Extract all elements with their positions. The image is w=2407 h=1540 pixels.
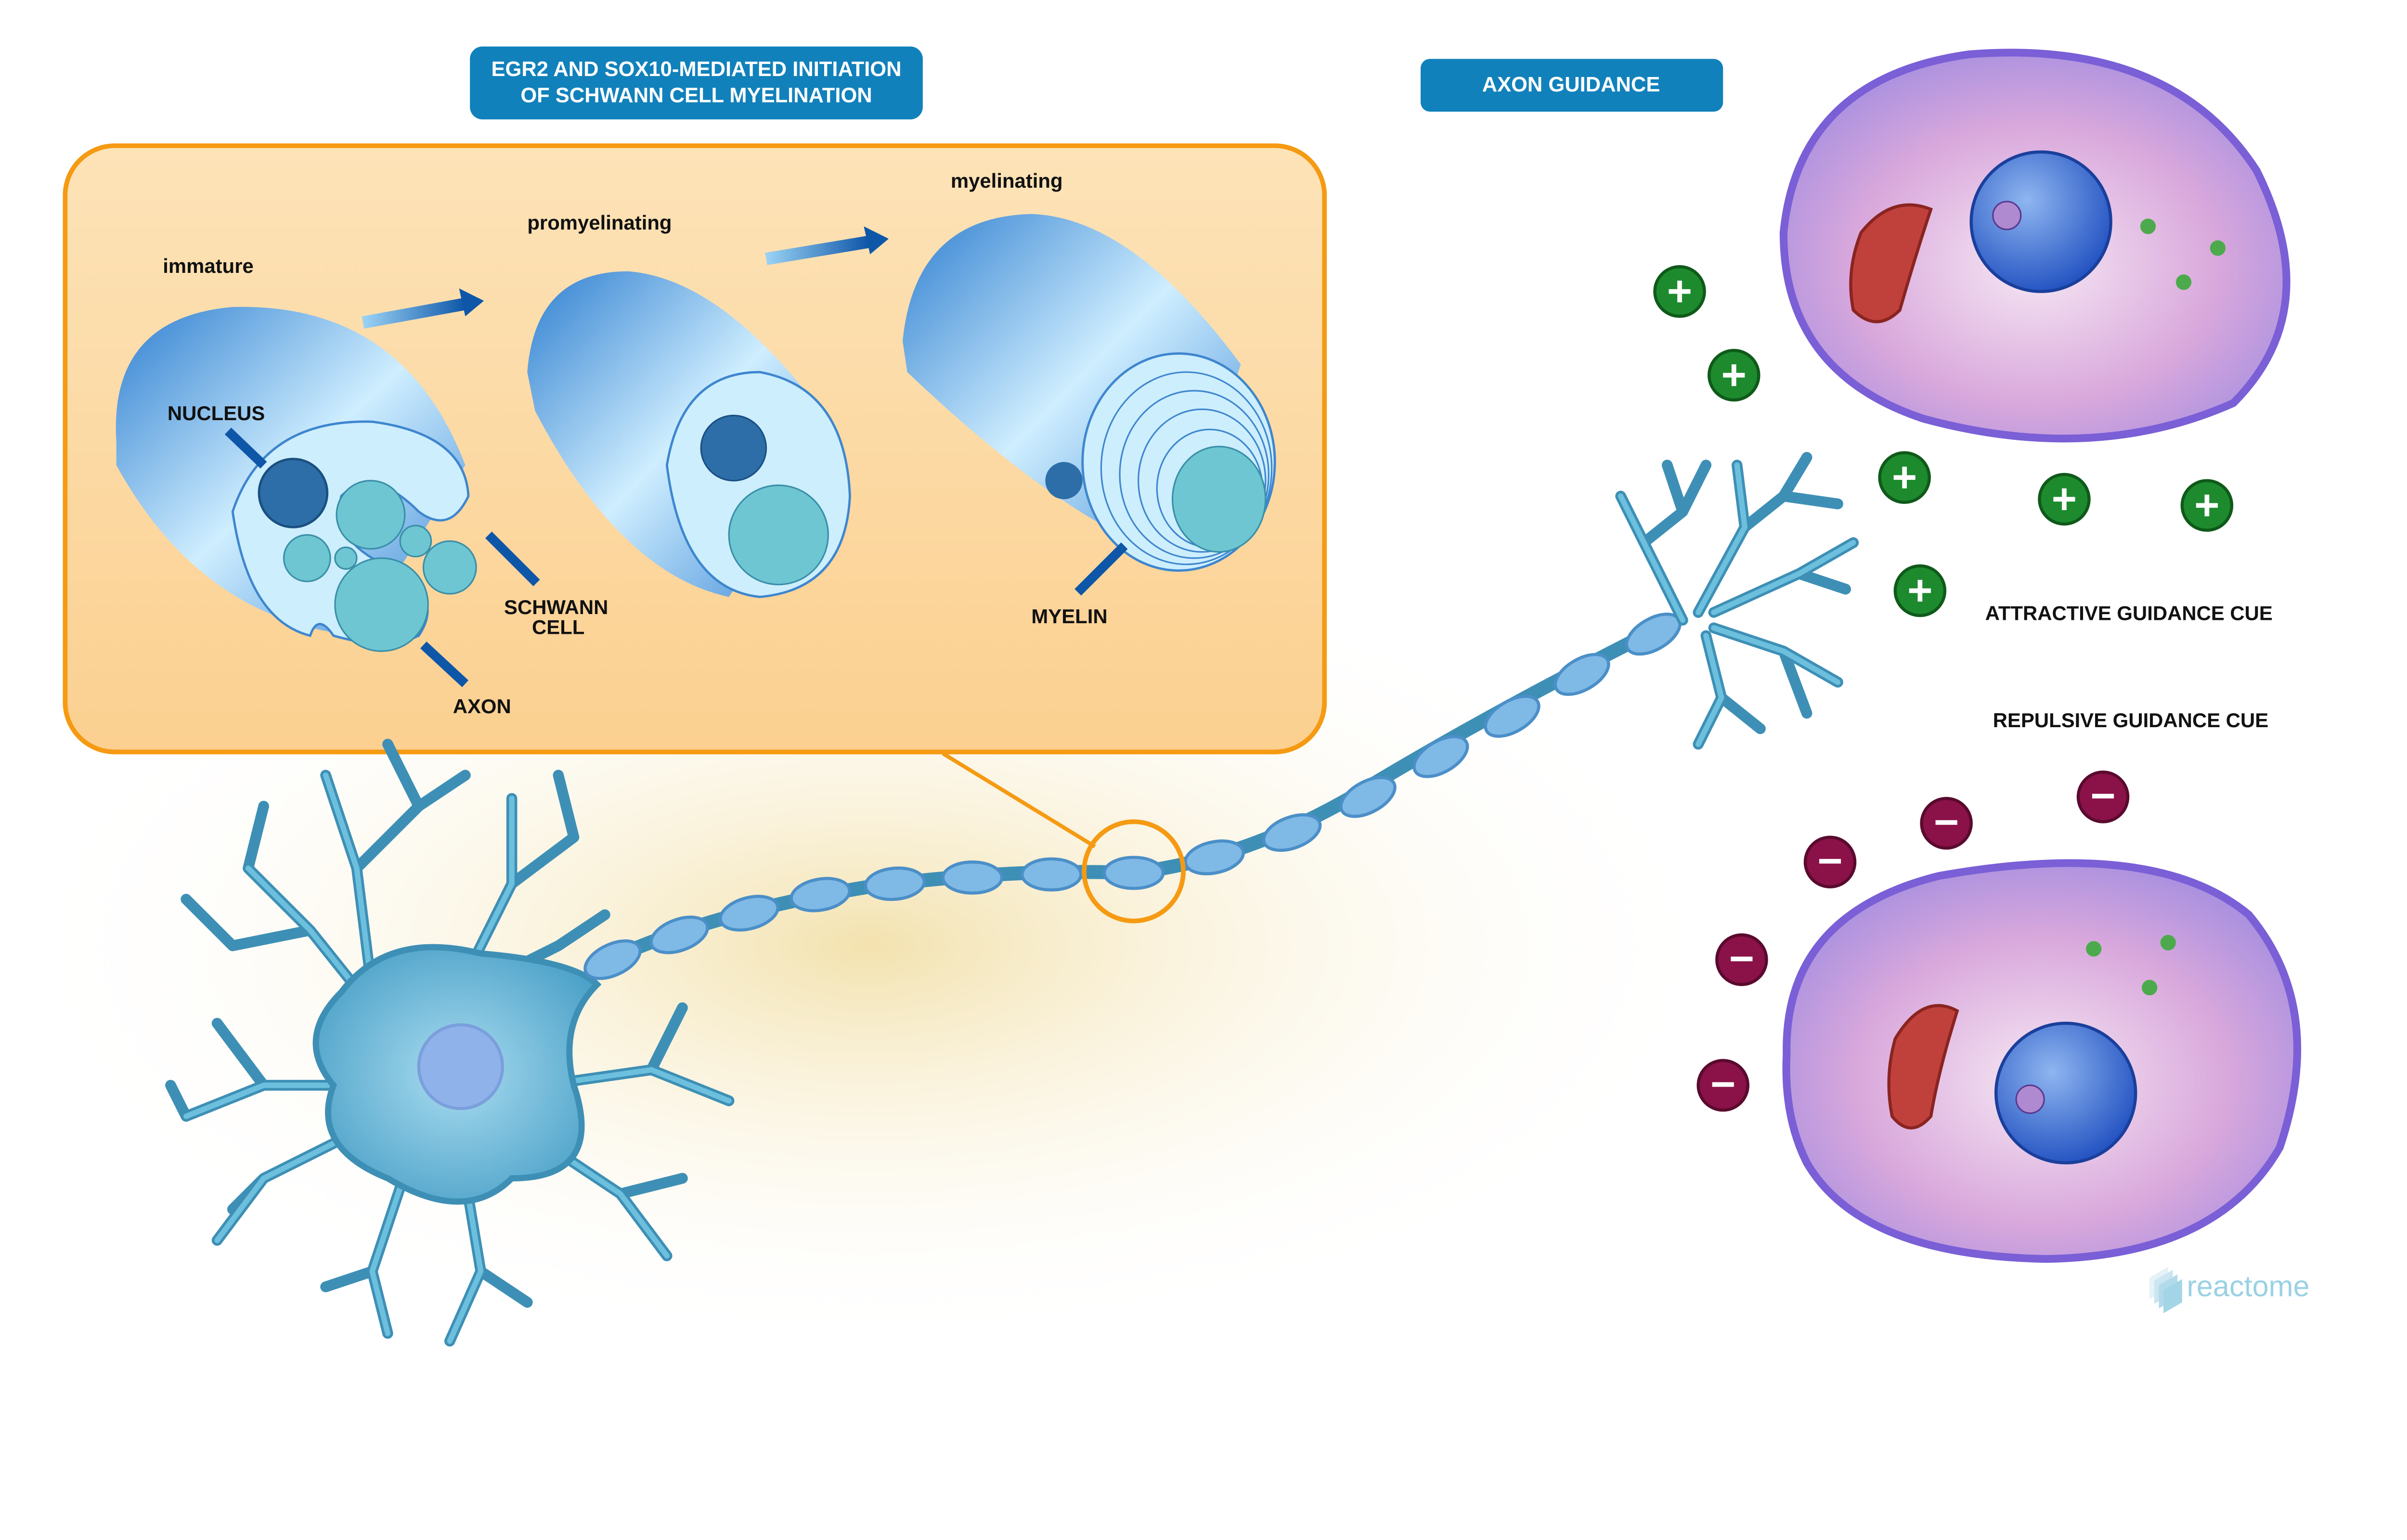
plus-icon — [1653, 265, 1706, 318]
myelination-header[interactable]: EGR2 AND SOX10-MEDIATED INITIATION OF SC… — [470, 46, 923, 120]
label-schwann-line2: CELL — [532, 616, 584, 639]
stage-arrow-2 — [765, 235, 870, 265]
guidance-cell-bottom — [1782, 859, 2302, 1263]
nucleus-pointer-arrow — [224, 427, 267, 469]
label-repulsive-cue: REPULSIVE GUIDANCE CUE — [1993, 709, 2268, 732]
zoom-connector-line — [942, 752, 1096, 848]
mitochondrion — [1849, 203, 1933, 323]
minus-icon — [1803, 835, 1857, 888]
myelinating-schwann-cell — [903, 214, 1276, 572]
axon-guidance-header-label: AXON GUIDANCE — [1482, 73, 1660, 96]
stage-arrow-1 — [362, 297, 466, 329]
reactome-logo[interactable]: reactome — [2149, 1267, 2310, 1313]
label-attractive-cue: ATTRACTIVE GUIDANCE CUE — [1985, 602, 2273, 625]
attractive-cues — [1653, 265, 2234, 617]
plus-icon — [2038, 473, 2091, 526]
label-myelin: MYELIN — [1031, 605, 1107, 628]
plus-icon — [1893, 564, 1947, 617]
plus-icon — [1878, 451, 1931, 504]
guidance-cell-top — [1779, 49, 2291, 443]
neuron — [165, 739, 735, 1347]
promyelinating-schwann-cell — [527, 271, 851, 598]
axon-guidance-diagram: EGR2 AND SOX10-MEDIATED INITIATION OF SC… — [0, 46, 2310, 1349]
zoom-highlight-circle — [1082, 819, 1186, 924]
stage-arrow-1-head — [459, 288, 484, 317]
axon-pointer-arrow — [420, 642, 469, 687]
reactome-logo-text: reactome — [2187, 1270, 2310, 1302]
immature-schwann-cell — [116, 307, 477, 652]
label-axon: AXON — [453, 695, 511, 718]
neuron-nucleus — [417, 1023, 505, 1110]
myelin-sheaths — [583, 613, 1682, 980]
stage-arrow-2-head — [864, 226, 889, 255]
plus-icon — [2180, 479, 2234, 532]
label-schwann-line1: SCHWANN — [504, 596, 608, 618]
minus-icon — [1696, 1059, 1750, 1112]
myelin-pointer-arrow — [1074, 542, 1128, 596]
myelination-header-line1: EGR2 AND SOX10-MEDIATED INITIATION — [492, 58, 902, 81]
nucleus-shape — [258, 458, 329, 528]
mitochondrion — [1887, 1004, 1959, 1129]
stage-label-myelinating: myelinating — [951, 169, 1063, 192]
reactome-logo-icon — [2149, 1267, 2182, 1313]
schwann-pointer-arrow — [485, 531, 540, 587]
stage-label-promyelinating: promyelinating — [527, 211, 672, 234]
myelination-header-line2: OF SCHWANN CELL MYELINATION — [520, 84, 872, 107]
plus-icon — [1708, 348, 1760, 402]
minus-icon — [2076, 770, 2130, 823]
growth-cone — [1615, 452, 1859, 750]
axon-guidance-header[interactable]: AXON GUIDANCE — [1421, 59, 1723, 112]
minus-icon — [1715, 933, 1768, 986]
repulsive-cues — [1696, 770, 2130, 1112]
minus-icon — [1920, 796, 1973, 850]
stage-label-immature: immature — [163, 255, 254, 277]
label-nucleus: NUCLEUS — [168, 402, 265, 424]
